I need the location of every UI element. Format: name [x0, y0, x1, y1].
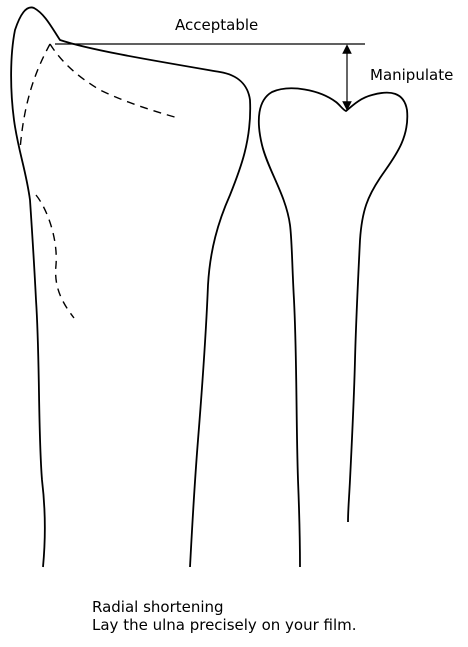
acceptable-label: Acceptable	[175, 16, 258, 34]
radius-bone-outline	[11, 7, 250, 567]
caption: Radial shortening Lay the ulna precisely…	[92, 598, 357, 634]
shaft-line-dashed	[36, 195, 74, 318]
ulna-bone-outline	[259, 88, 408, 567]
manipulate-label: Manipulate	[370, 66, 453, 84]
caption-title: Radial shortening	[92, 598, 357, 616]
fracture-line-dashed	[20, 44, 50, 150]
articular-line-dashed	[50, 44, 178, 118]
caption-instruction: Lay the ulna precisely on your film.	[92, 616, 357, 634]
